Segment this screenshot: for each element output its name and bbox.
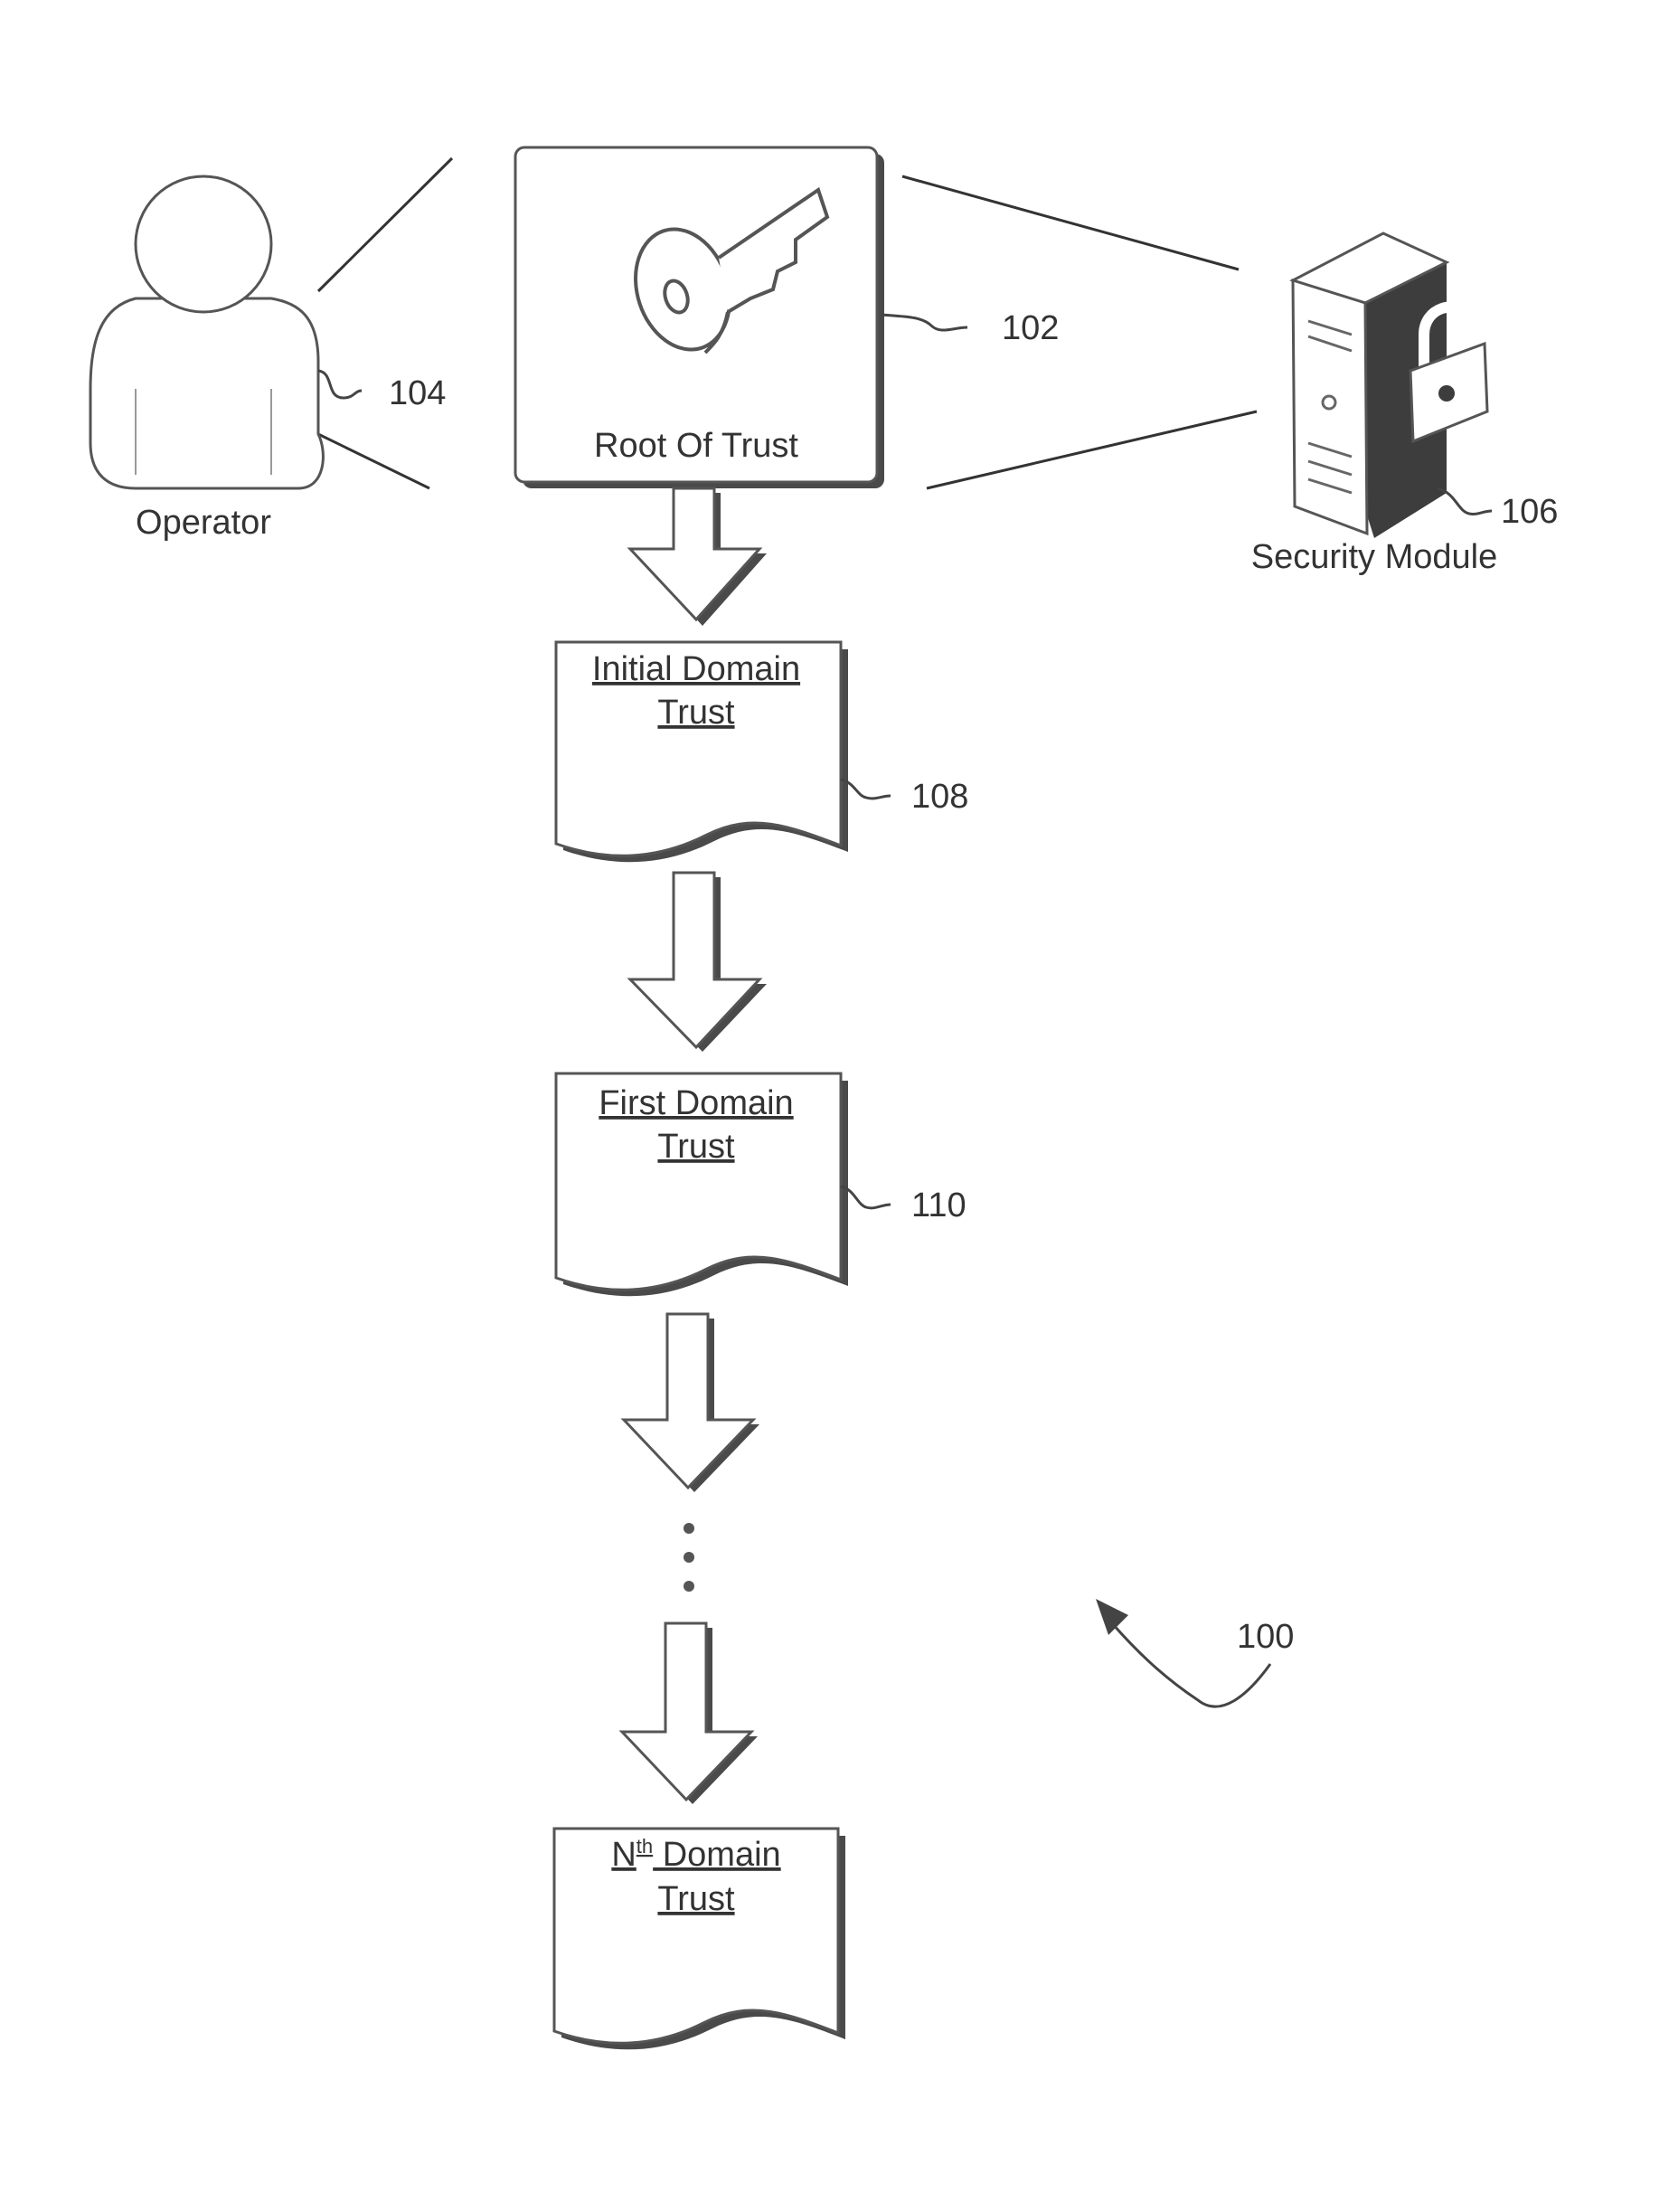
ref-108: 108 xyxy=(911,778,968,816)
down-arrow-icon xyxy=(630,873,767,1052)
ref-110: 110 xyxy=(911,1186,967,1224)
security-module-node: 106 Security Module xyxy=(1251,233,1559,576)
first-domain-label-line1: First Domain xyxy=(599,1084,793,1122)
ref-100: 100 xyxy=(1237,1618,1294,1656)
down-arrow-icon xyxy=(630,488,767,626)
ellipsis-dots xyxy=(684,1523,694,1592)
nth-domain-label-line2: Trust xyxy=(657,1880,735,1918)
ref-leader-104 xyxy=(318,371,362,398)
operator-label: Operator xyxy=(136,504,271,542)
padlock-icon xyxy=(1410,307,1487,441)
first-domain-trust-node: First Domain Trust 110 xyxy=(556,1073,967,1296)
first-domain-label-line2: Trust xyxy=(657,1128,735,1166)
operator-node: 104 Operator xyxy=(90,176,446,542)
ref-leader-108 xyxy=(841,780,891,799)
nth-domain-trust-node: Nth Domain Trust xyxy=(554,1829,845,2049)
down-arrow-icon xyxy=(622,1623,758,1804)
ref-leader-106 xyxy=(1438,488,1492,514)
down-arrow-icon xyxy=(624,1314,759,1492)
root-of-trust-label: Root Of Trust xyxy=(594,427,798,465)
ref-102: 102 xyxy=(1002,309,1059,347)
initial-domain-label-line2: Trust xyxy=(657,694,735,732)
ref-leader-110 xyxy=(841,1186,891,1208)
security-module-label: Security Module xyxy=(1251,538,1497,576)
person-icon xyxy=(90,176,323,488)
ref-106: 106 xyxy=(1501,493,1558,531)
initial-domain-trust-node: Initial Domain Trust 108 xyxy=(556,642,968,862)
figure-ref-100: 100 xyxy=(1096,1599,1294,1706)
ref-leader-102 xyxy=(882,315,967,330)
initial-domain-label-line1: Initial Domain xyxy=(592,650,800,688)
ref-104: 104 xyxy=(389,374,446,412)
